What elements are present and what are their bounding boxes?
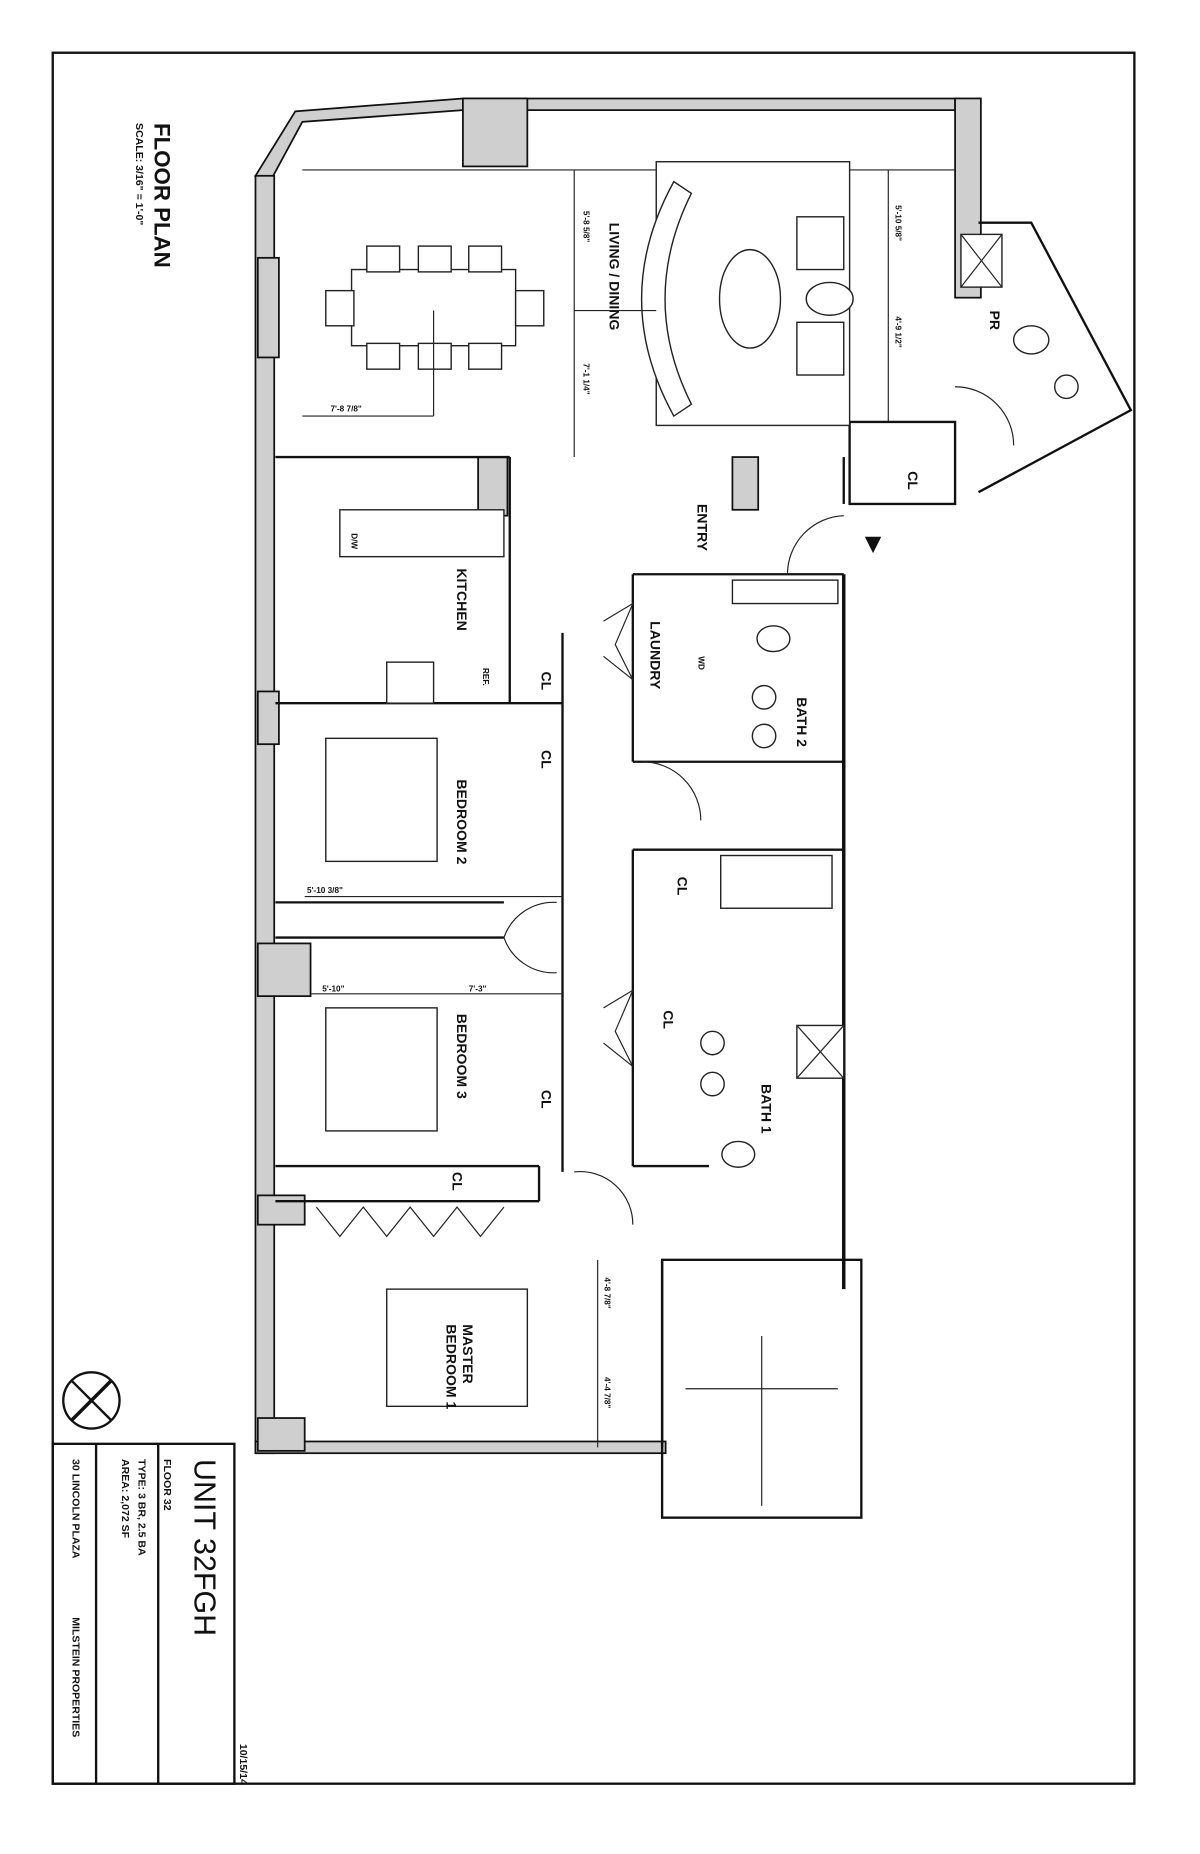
- closet-label: CL: [449, 1172, 465, 1191]
- dim-living-tv-right: 4'-9 1/2": [893, 316, 902, 347]
- plan-scale: SCALE: 3/16" = 1'-0": [133, 123, 145, 225]
- fixture-ref: REF.: [481, 668, 490, 686]
- unit-area: AREA: 2,072 SF: [119, 1459, 131, 1539]
- room-master-line1: MASTER: [460, 1324, 476, 1383]
- room-entry: ENTRY: [694, 504, 710, 552]
- dim-living-left: 5'-8 5/8": [582, 211, 591, 242]
- room-pr: PR: [987, 311, 1003, 331]
- entry-arrow-icon: [864, 536, 882, 554]
- room-bedroom-3: BEDROOM 3: [454, 1014, 470, 1099]
- exterior-walls: [254, 97, 1133, 1519]
- title-block: UNIT 32FGH FLOOR 32 TYPE: 3 BR, 2.5 BA A…: [51, 1371, 249, 1785]
- room-kitchen: KITCHEN: [454, 568, 470, 630]
- unit-type: TYPE: 3 BR, 2.5 BA: [135, 1459, 147, 1556]
- closet-label: CL: [538, 672, 554, 691]
- dim-dining: 7'-8 7/8": [330, 404, 361, 413]
- dim-living-tv-left: 5'-10 5/8": [893, 205, 902, 241]
- fixture-wd: WD: [696, 656, 705, 670]
- plan-date: 10/15/14: [237, 1744, 249, 1785]
- closet-label: CL: [674, 877, 690, 896]
- room-bedroom-2: BEDROOM 2: [454, 779, 470, 864]
- dim-bed2: 5'-10 3/8": [307, 886, 343, 895]
- room-master-line2: BEDROOM 1: [443, 1324, 459, 1409]
- dim-master-left: 4'-8 7/8": [603, 1277, 612, 1308]
- floor-label: FLOOR 32: [161, 1459, 173, 1511]
- room-labels: LIVING / DINING PR ENTRY KITCHEN LAUNDRY…: [350, 223, 1004, 1410]
- unit-name: UNIT 32FGH: [188, 1459, 222, 1636]
- doors: [315, 386, 1015, 1238]
- fixture-dw: D/W: [350, 533, 359, 549]
- dim-master-right: 4'-4 7/8": [603, 1377, 612, 1408]
- dimension-labels: 7'-8 7/8" 5'-8 5/8" 7'-1 1/4" 5'-10 5/8"…: [302, 169, 902, 1448]
- room-living-dining: LIVING / DINING: [606, 223, 622, 331]
- dim-bed3-left: 5'-10": [322, 984, 344, 993]
- closet-label: CL: [538, 750, 554, 769]
- room-bath-2: BATH 2: [794, 697, 810, 747]
- north-arrow-icon: [62, 1371, 121, 1430]
- plan-title: FLOOR PLAN: [150, 123, 175, 268]
- room-bath-1: BATH 1: [759, 1084, 775, 1134]
- developer: MILSTEIN PROPERTIES: [70, 1617, 82, 1737]
- room-laundry: LAUNDRY: [647, 621, 663, 690]
- closet-label: CL: [905, 471, 921, 490]
- sheet-border: [51, 51, 1136, 1785]
- closet-label: CL: [538, 1090, 554, 1109]
- closet-label: CL: [660, 1010, 676, 1029]
- furniture: [325, 161, 1079, 1408]
- dim-living-right: 7'-1 1/4": [582, 363, 591, 394]
- dim-bed3-right: 7'-3": [469, 984, 487, 993]
- address: 30 LINCOLN PLAZA: [70, 1459, 82, 1559]
